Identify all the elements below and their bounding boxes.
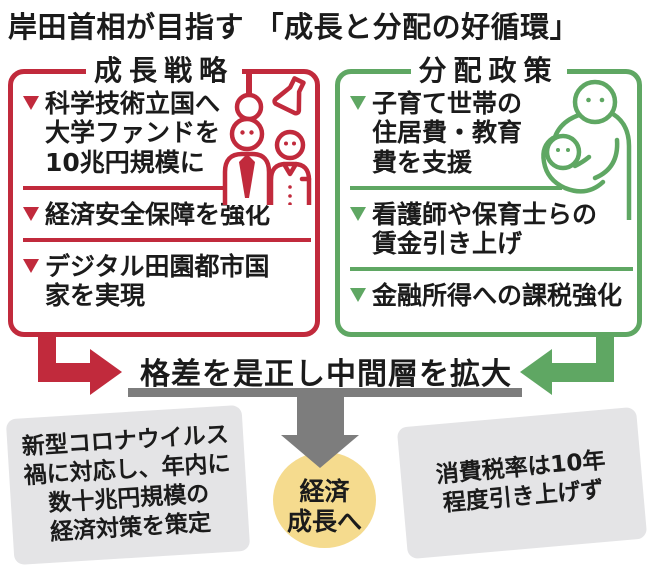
growth-strategy-box: 成長戦略 科学技術立国へ 大学ファンドを 10兆円規模に 経済安全保障を強化 デ…	[8, 54, 320, 337]
list-item: 子育て世帯の 住居費・教育 費を支援	[350, 89, 565, 177]
distribution-item-2: 看護師や保育士らの 賃金引き上げ	[372, 199, 598, 258]
growth-strategy-header: 成長戦略	[85, 54, 243, 88]
distribution-item-3: 金融所得への課税強化	[372, 281, 623, 311]
triangle-bullet-icon	[23, 96, 39, 110]
goal-label: 経済 成長へ	[286, 476, 362, 537]
green-arrow-bar	[550, 363, 614, 382]
divider	[350, 267, 633, 272]
note-covid-measures: 新型コロナウイルス 禍に対応し、年内に 数十兆円規模の 経済対策を策定	[5, 404, 251, 566]
note-consumption-tax: 消費税率は10年 程度引き上げず	[396, 406, 648, 560]
divider	[23, 238, 311, 242]
red-right-arrow-icon	[90, 349, 122, 395]
divider	[350, 185, 562, 190]
researchers-flasks-icon	[222, 71, 312, 205]
growth-item-3: デジタル田園都市国 家を実現	[45, 252, 270, 311]
triangle-bullet-icon	[350, 206, 366, 221]
green-left-arrow-icon	[520, 349, 552, 395]
list-item: 看護師や保育士らの 賃金引き上げ	[350, 200, 631, 259]
page-title: 岸田首相が目指す 「成長と分配の好循環」	[8, 10, 580, 44]
distribution-policy-box: 分配政策 子育て世帯の 住居費・教育 費を支援 看護師や保育士らの 賃金引き上げ…	[335, 54, 642, 337]
red-arrow-bar	[38, 363, 92, 382]
triangle-bullet-icon	[23, 206, 39, 221]
divider	[23, 185, 255, 190]
down-arrow-icon	[281, 435, 359, 468]
triangle-bullet-icon	[350, 96, 366, 110]
distribution-policy-header: 分配政策	[410, 54, 567, 88]
economic-growth-goal: 経済 成長へ	[273, 452, 376, 548]
triangle-bullet-icon	[23, 259, 39, 273]
gray-underline-bar	[128, 388, 522, 397]
list-item: 金融所得への課税強化	[350, 281, 631, 310]
parent-holding-baby-icon	[541, 79, 632, 220]
list-item: 科学技術立国へ 大学ファンドを 10兆円規模に	[23, 89, 238, 177]
middle-banner-label: 格差を是正し中間層を拡大	[140, 357, 512, 392]
growth-item-1: 科学技術立国へ 大学ファンドを 10兆円規模に	[45, 89, 221, 177]
triangle-bullet-icon	[350, 288, 366, 303]
list-item: デジタル田園都市国 家を実現	[23, 252, 309, 311]
gray-arrow-stem	[297, 397, 344, 435]
distribution-item-1: 子育て世帯の 住居費・教育 費を支援	[372, 89, 523, 177]
